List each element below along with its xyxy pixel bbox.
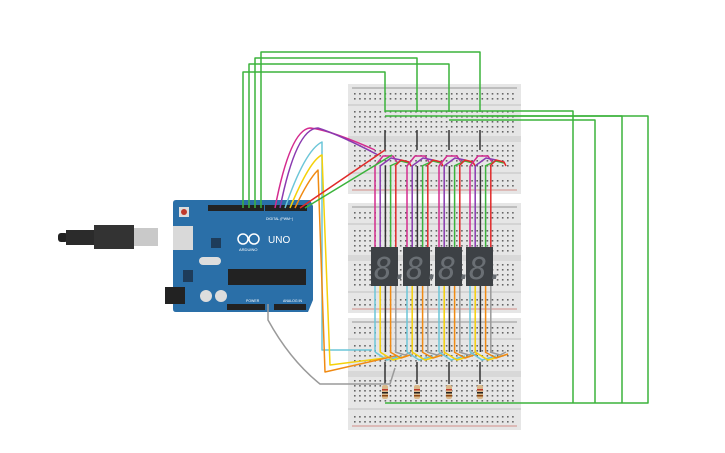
jumper-wire[interactable] xyxy=(458,351,476,356)
segment-wire-e[interactable] xyxy=(294,169,396,373)
usb-port xyxy=(173,226,193,250)
ground-rail-wire[interactable] xyxy=(449,119,596,403)
breadboard-3[interactable] xyxy=(348,318,521,430)
header-digital-low xyxy=(265,205,307,211)
crystal xyxy=(199,257,221,265)
jumper-wire[interactable] xyxy=(443,157,466,167)
jumper-wire[interactable] xyxy=(421,351,446,359)
jumper-wire[interactable] xyxy=(489,159,507,167)
brand-label: ARDUINO xyxy=(239,247,257,252)
resistor-1[interactable] xyxy=(382,385,388,399)
capacitor-2 xyxy=(215,290,227,302)
resistor-2[interactable] xyxy=(414,385,420,399)
resistor-band xyxy=(446,392,452,394)
segment-wire-f[interactable] xyxy=(299,149,386,209)
segment-wire-c[interactable] xyxy=(284,141,372,351)
resistor-band xyxy=(477,395,483,397)
resistor-band xyxy=(382,389,388,391)
digital-header-label: DIGITAL (PWM~) xyxy=(266,217,293,221)
resistor-band xyxy=(477,392,483,394)
atmega-chip xyxy=(228,269,306,285)
arduino-logo-right xyxy=(248,233,260,245)
digital-pin-wire-2[interactable] xyxy=(248,63,450,208)
arduino-uno[interactable]: ARDUINO UNO DIGITAL (PWM~) POWER ANALOG … xyxy=(165,200,313,312)
resistor-3[interactable] xyxy=(446,385,452,399)
rail-divider xyxy=(348,223,521,225)
wires xyxy=(374,110,649,404)
rail-divider xyxy=(348,291,521,293)
capacitor-1 xyxy=(200,290,212,302)
arduino-logo-left xyxy=(237,233,249,245)
display-body xyxy=(403,247,430,286)
jumper-wire[interactable] xyxy=(458,159,476,167)
center-channel xyxy=(348,136,521,142)
rail-divider xyxy=(348,338,521,340)
jumper-wire[interactable] xyxy=(374,351,402,361)
jumper-wire[interactable] xyxy=(389,351,414,359)
jumper-wire[interactable] xyxy=(469,351,497,361)
jumper-wire[interactable] xyxy=(453,351,478,359)
power-jack xyxy=(165,287,185,304)
resistor-band xyxy=(477,389,483,391)
digital-pin-wire-3[interactable] xyxy=(254,57,418,208)
usb-cable[interactable] xyxy=(58,225,158,249)
usb-cable-body xyxy=(66,230,96,245)
rail-divider xyxy=(348,408,521,410)
rail-divider xyxy=(348,104,521,106)
resistor-band xyxy=(382,392,388,394)
jumper-wire[interactable] xyxy=(474,157,497,167)
segment-wire-b[interactable] xyxy=(279,127,379,209)
resistor-band xyxy=(382,395,388,397)
segment-wire-dp[interactable] xyxy=(267,304,396,385)
jumper-wire[interactable] xyxy=(411,157,434,167)
segment-wire-g[interactable] xyxy=(304,154,393,209)
jumper-wire[interactable] xyxy=(438,351,466,361)
display-body xyxy=(466,247,493,286)
components: 8.8.8.8. xyxy=(371,247,505,399)
header-digital-high xyxy=(208,205,264,211)
regulator xyxy=(183,270,193,282)
model-label: UNO xyxy=(268,235,290,246)
breadboards xyxy=(348,84,521,430)
resistor-band xyxy=(446,395,452,397)
jumper-wire[interactable] xyxy=(394,159,412,167)
seven-segment-display-4[interactable]: 8. xyxy=(466,247,505,287)
segment-wire-a[interactable] xyxy=(274,127,376,209)
jumper-wire[interactable] xyxy=(484,351,509,359)
resistor-band xyxy=(414,395,420,397)
power-header-label: POWER xyxy=(246,299,260,303)
resistor-band xyxy=(414,389,420,391)
jumper-wire[interactable] xyxy=(379,157,402,167)
arduino-wires xyxy=(242,51,481,385)
usb-chip xyxy=(211,238,221,248)
rail-divider xyxy=(348,172,521,174)
usb-cable-strain xyxy=(58,233,68,242)
display-body xyxy=(435,247,462,286)
digital-pin-wire-1[interactable] xyxy=(242,71,386,208)
jumper-wire[interactable] xyxy=(489,351,507,356)
ground-rail-wire[interactable] xyxy=(480,115,623,403)
center-channel xyxy=(348,371,521,377)
reset-button-cap xyxy=(181,209,187,215)
analog-header-label: ANALOG IN xyxy=(283,299,303,303)
display-digit: 8. xyxy=(469,252,505,287)
resistor-band xyxy=(414,392,420,394)
jumper-wire[interactable] xyxy=(406,351,434,361)
segment-wire-d[interactable] xyxy=(289,154,386,366)
usb-plug-metal xyxy=(134,228,158,246)
breadboard-1[interactable] xyxy=(348,84,521,194)
digital-pin-wire-4[interactable] xyxy=(260,51,481,208)
center-channel xyxy=(348,255,521,261)
usb-plug xyxy=(94,225,134,249)
resistor-4[interactable] xyxy=(477,385,483,399)
display-body xyxy=(371,247,398,286)
resistor-band xyxy=(446,389,452,391)
jumper-wire[interactable] xyxy=(426,159,444,167)
header-power xyxy=(227,304,265,310)
ground-rail-wire[interactable] xyxy=(385,110,574,403)
header-analog xyxy=(274,304,306,310)
